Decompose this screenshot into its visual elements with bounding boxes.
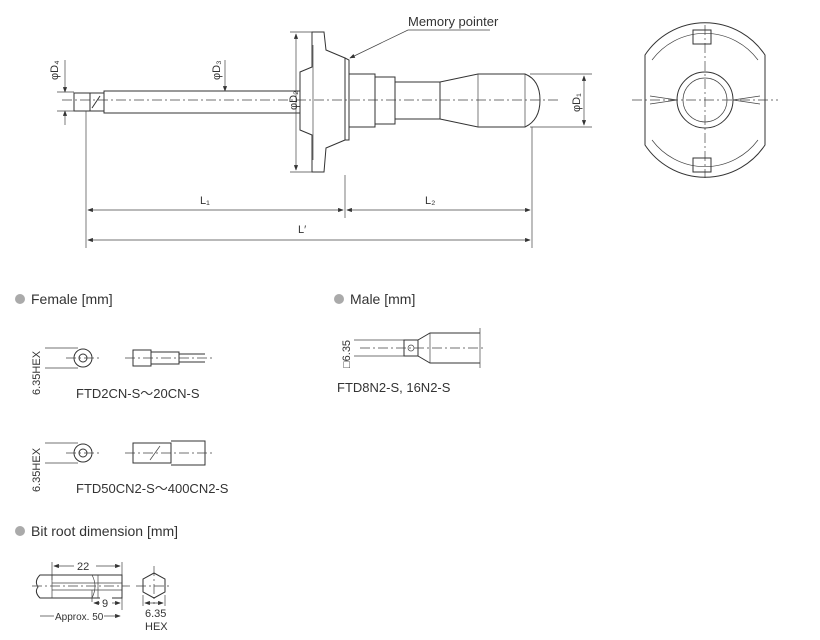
bit-length-22: 22 xyxy=(77,561,89,573)
dim-d3-label: φD₃ xyxy=(211,60,223,80)
male-section: Male [mm] □6.35 FTD8N2-S, 16N2-S xyxy=(334,291,485,395)
torque-driver-side-view: Memory pointer φD₄ φD₃ φD₂ φD₁ xyxy=(49,14,592,248)
dim-d1-label: φD₁ xyxy=(571,93,583,112)
dim-l2-label: L₂ xyxy=(425,195,435,207)
bit-approx-length: Approx. 50 xyxy=(55,612,104,623)
dim-d4-label: φD₄ xyxy=(49,60,61,80)
dim-l1-label: L₁ xyxy=(200,195,210,207)
torque-driver-end-view xyxy=(632,22,778,178)
male-model: FTD8N2-S, 16N2-S xyxy=(337,380,451,395)
female-model-2: FTD50CN2-S～400CN2-S xyxy=(76,481,229,496)
bit-hex-unit: HEX xyxy=(145,621,168,633)
dim-d2-label: φD₂ xyxy=(288,91,300,110)
bit-hex-size: 6.35 xyxy=(145,608,166,620)
bit-length-9: 9 xyxy=(102,598,108,610)
female-model-1: FTD2CN-S～20CN-S xyxy=(76,386,200,401)
memory-pointer-label: Memory pointer xyxy=(408,14,499,29)
male-header: Male [mm] xyxy=(350,291,415,307)
male-square-label: □6.35 xyxy=(341,340,353,368)
bit-root-section: Bit root dimension [mm] 22 9 Approx. 50 … xyxy=(15,523,178,633)
dim-l-total-label: L′ xyxy=(298,224,306,236)
bit-root-header: Bit root dimension [mm] xyxy=(31,523,178,539)
female-header: Female [mm] xyxy=(31,291,113,307)
female-hex-label-1: 6.35HEX xyxy=(31,350,43,395)
female-section: Female [mm] 6.35HEX FTD2CN-S～20CN-S 6.35… xyxy=(15,291,229,496)
female-hex-label-2: 6.35HEX xyxy=(31,447,43,492)
